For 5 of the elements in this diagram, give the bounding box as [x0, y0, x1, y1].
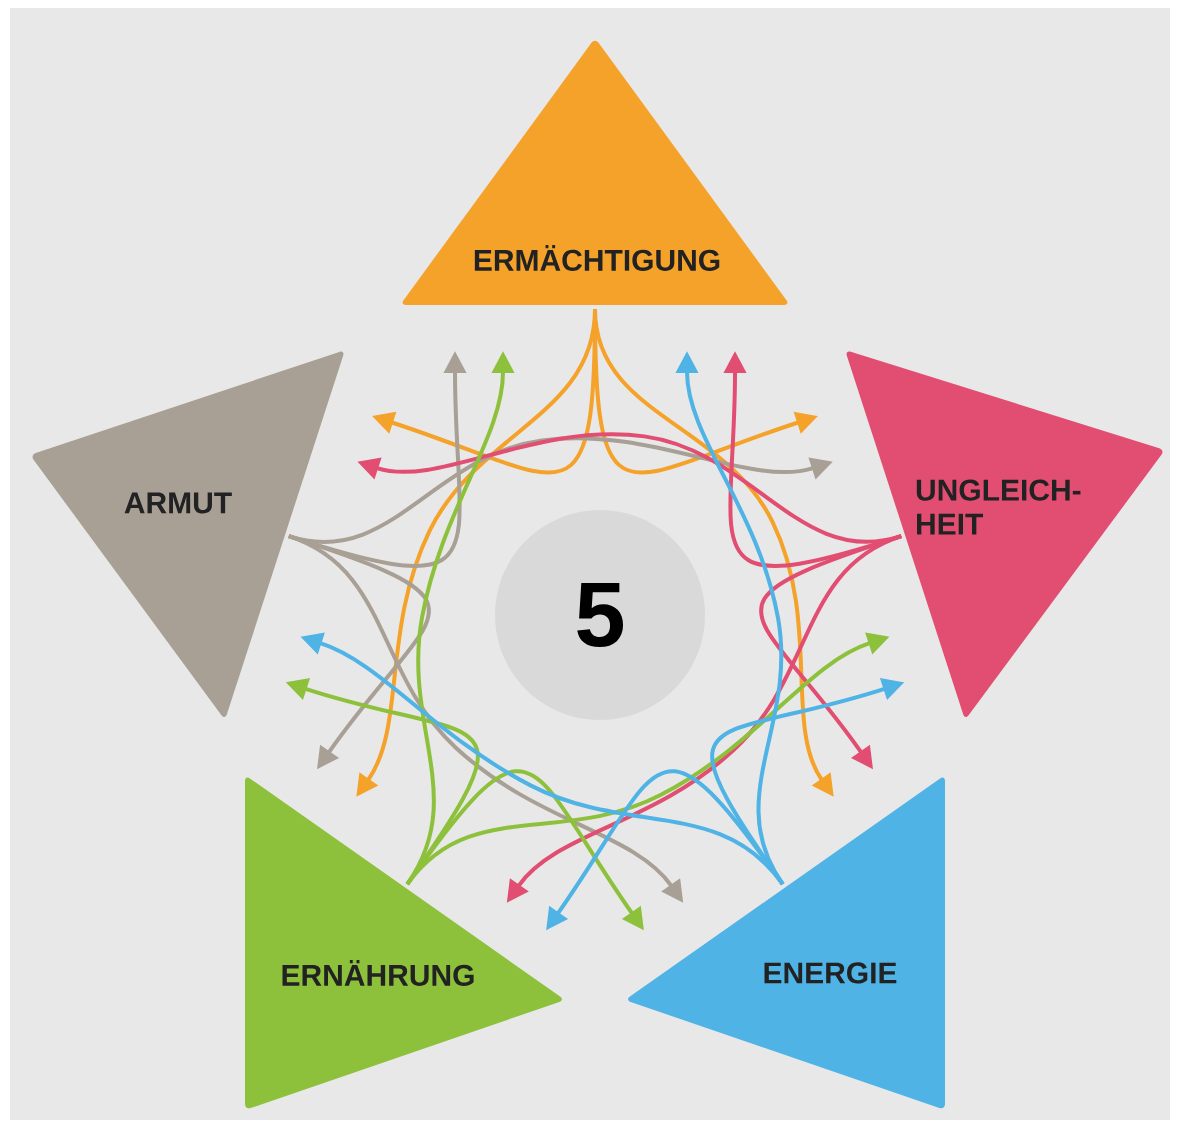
triangle-panel: ERMÄCHTIGUNG — [402, 40, 788, 305]
triangle-panel: ENERGIE — [628, 777, 945, 1109]
triangle-panel: UNGLEICH- HEIT — [846, 351, 1163, 717]
triangle-panel: ERNÄHRUNG — [245, 777, 562, 1109]
triangle-panel: ARMUT — [32, 351, 344, 717]
